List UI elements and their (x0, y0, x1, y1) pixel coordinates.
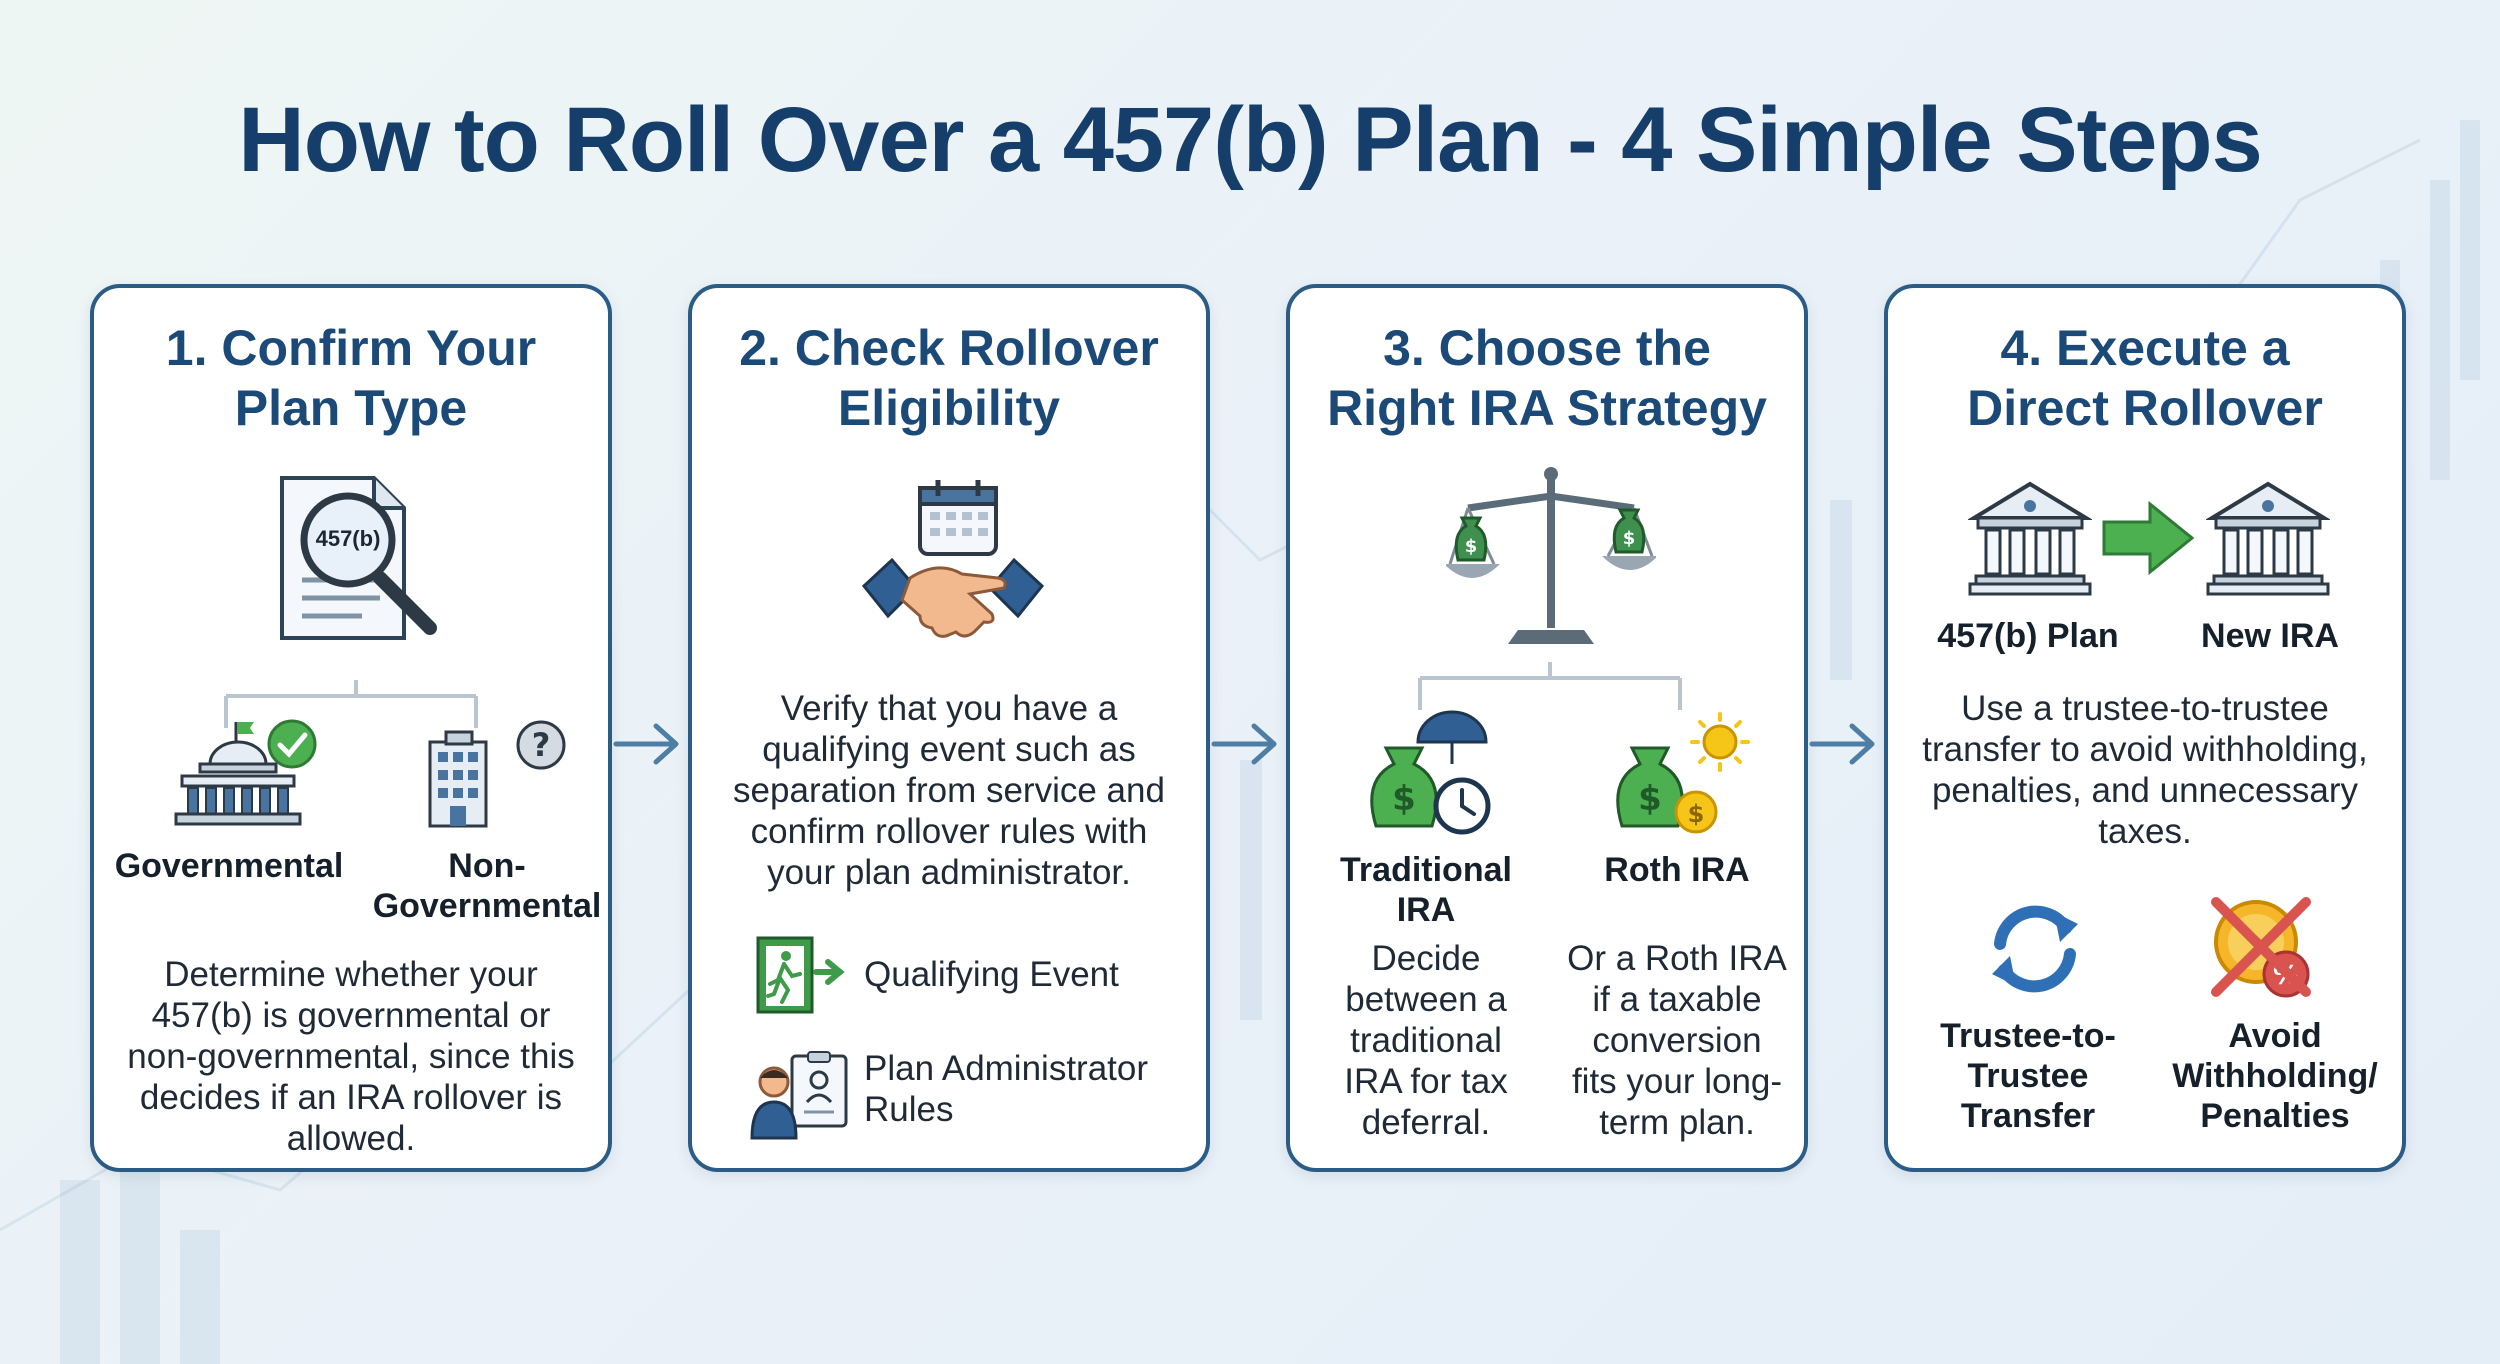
desc-line: your plan administrator. (767, 853, 1131, 892)
new-ira-label: New IRA (2201, 617, 2339, 655)
balance-scale-icon: $ $ (1446, 467, 1656, 644)
money-bag-clock-umbrella-icon: $ (1370, 710, 1491, 835)
non-governmental-label: Non- Governmental (362, 846, 612, 926)
desc-line: Decide (1371, 939, 1481, 978)
svg-text:$: $ (1688, 800, 1705, 828)
step-card-3: 3. Choose the Right IRA Strategy $ $ $ (1286, 284, 1808, 1172)
desc-line: fits your long- (1571, 1062, 1783, 1101)
desc-line: Verify that you have a (780, 689, 1118, 728)
step-2-title-line2: Eligibility (837, 380, 1061, 436)
desc-line: qualifying event such as (762, 730, 1136, 769)
bank-building-icon (2206, 481, 2330, 596)
desc-line: separation from service and (733, 771, 1165, 810)
step-3-title: 3. Choose the Right IRA Strategy (1290, 318, 1804, 438)
desc-line: if a taxable (1592, 980, 1762, 1019)
transfer-arrow-icon (2102, 500, 2195, 576)
qualifying-event-label: Qualifying Event (864, 955, 1119, 994)
arrow-right-icon (1809, 723, 1875, 765)
desc-line: Or a Roth IRA (1567, 939, 1787, 978)
desc-line: 457(b) is governmental or (151, 996, 551, 1035)
457b-plan-label: 457(b) Plan (1937, 617, 2119, 655)
non-governmental-line1: Non- (448, 847, 526, 885)
desc-line: confirm rollover rules with (750, 812, 1148, 851)
avoid-withholding-label: Avoid Withholding/ Penalties (2150, 1016, 2400, 1136)
desc-line: term plan. (1599, 1103, 1755, 1142)
plan-admin-line1: Plan Administrator (864, 1049, 1149, 1088)
label-line: Avoid (2228, 1017, 2322, 1055)
governmental-label: Governmental (114, 847, 344, 885)
desc-line: traditional (1350, 1021, 1502, 1060)
plan-admin-line2: Rules (864, 1090, 954, 1129)
svg-text:?: ? (532, 726, 551, 764)
traditional-ira-line2: IRA (1396, 891, 1456, 929)
desc-line: IRA for tax (1344, 1062, 1508, 1101)
desc-line: taxes. (2098, 812, 2192, 851)
step-2-title: 2. Check Rollover Eligibility (692, 318, 1206, 438)
avoid-penalty-icon: % (2211, 897, 2311, 998)
bank-building-icon (1968, 481, 2092, 596)
desc-line: deferral. (1361, 1103, 1491, 1142)
doc-badge-text: 457(b) (315, 526, 381, 551)
question-icon: ? (516, 720, 566, 770)
step-2-title-line1: 2. Check Rollover (739, 320, 1159, 376)
step-1-title: 1. Confirm Your Plan Type (94, 318, 608, 438)
tree-connector (1418, 662, 1682, 710)
traditional-ira-line1: Traditional (1340, 851, 1512, 889)
label-line: Withholding/ (2172, 1057, 2378, 1095)
calendar-handshake-icon (861, 480, 1045, 638)
page-title: How to Roll Over a 457(b) Plan - 4 Simpl… (238, 89, 2263, 191)
traditional-ira-label: Traditional IRA (1306, 850, 1546, 930)
step-4-title-line1: 4. Execute a (2000, 320, 2290, 376)
roth-ira-description: Or a Roth IRA if a taxable conversion fi… (1552, 938, 1802, 1143)
desc-line: conversion (1592, 1021, 1762, 1060)
government-building-icon (174, 722, 302, 826)
step-card-2: 2. Check Rollover Eligibility Verify tha… (688, 284, 1210, 1172)
step-4-title-line2: Direct Rollover (1967, 380, 2323, 436)
desc-line: Determine whether your (164, 955, 538, 994)
roth-ira-label: Roth IRA (1604, 851, 1750, 889)
refresh-cycle-icon (1992, 905, 2078, 993)
svg-text:$: $ (1465, 536, 1478, 557)
arrow-right-icon (613, 723, 679, 765)
desc-line: transfer to avoid withholding, (1922, 730, 2368, 769)
desc-line: allowed. (286, 1119, 416, 1158)
label-line: Penalties (2200, 1097, 2350, 1135)
arrow-right-icon (1211, 723, 1277, 765)
desc-line: Use a trustee-to-trustee (1961, 689, 2329, 728)
step-card-1: 1. Confirm Your Plan Type 457(b) (90, 284, 612, 1172)
desc-line: penalties, and unnecessary (1931, 771, 2359, 810)
step-4-title: 4. Execute a Direct Rollover (1888, 318, 2402, 438)
label-line: Trustee (1967, 1057, 2089, 1095)
svg-text:$: $ (1638, 779, 1662, 819)
step-card-4: 4. Execute a Direct Rollover 457(b) Plan… (1884, 284, 2406, 1172)
step-1-description: Determine whether your 457(b) is governm… (104, 954, 598, 1159)
exit-sign-icon (756, 936, 845, 1014)
step-4-description: Use a trustee-to-trustee transfer to avo… (1898, 688, 2392, 852)
tree-connector (224, 680, 478, 728)
trustee-transfer-label: Trustee-to- Trustee Transfer (1908, 1016, 2148, 1136)
administrator-clipboard-icon (750, 1051, 848, 1140)
label-line: Trustee-to- (1940, 1017, 2116, 1055)
step-3-title-line1: 3. Choose the (1383, 320, 1711, 376)
non-governmental-line2: Governmental (372, 887, 602, 925)
traditional-ira-description: Decide between a traditional IRA for tax… (1306, 938, 1546, 1143)
svg-text:$: $ (1623, 528, 1636, 549)
step-2-description: Verify that you have a qualifying event … (702, 688, 1196, 893)
label-line: Transfer (1960, 1097, 2096, 1135)
check-icon (267, 719, 317, 769)
step-3-title-line2: Right IRA Strategy (1327, 380, 1767, 436)
step-1-title-line2: Plan Type (234, 380, 468, 436)
desc-line: decides if an IRA rollover is (139, 1078, 563, 1117)
office-building-icon (428, 730, 488, 828)
desc-line: between a (1345, 980, 1507, 1019)
document-magnifier-icon (280, 476, 437, 640)
plan-administrator-label: Plan Administrator Rules (864, 1048, 1204, 1130)
svg-text:$: $ (1392, 779, 1416, 819)
step-1-title-line1: 1. Confirm Your (165, 320, 537, 376)
money-bag-sun-icon: $ $ (1616, 712, 1750, 834)
desc-line: non-governmental, since this (127, 1037, 575, 1076)
